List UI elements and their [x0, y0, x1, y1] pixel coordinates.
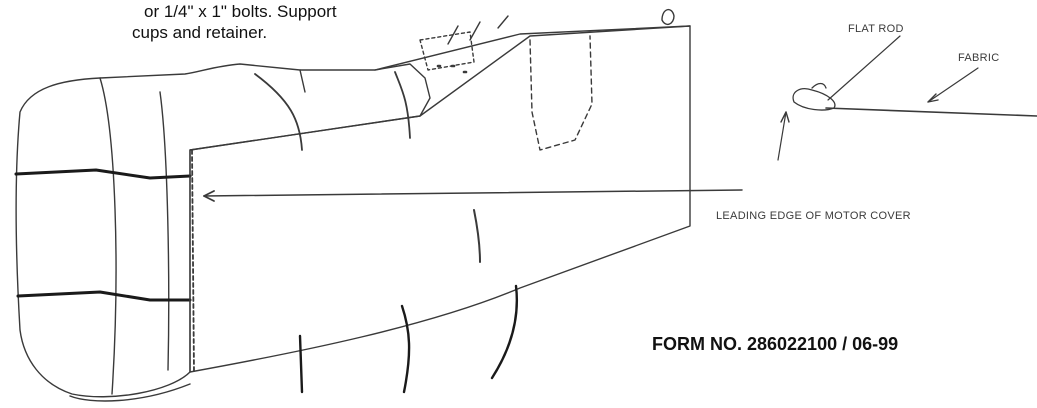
leading-edge-callout: LEADING EDGE OF MOTOR COVER [716, 210, 911, 222]
leading-edge-line [191, 149, 195, 373]
leading-edge-arrowhead [203, 190, 215, 202]
cover-hinge-top [661, 9, 675, 26]
support-strap-1 [298, 334, 304, 394]
cover-tab-detail [419, 31, 475, 71]
leading-edge-arrow-shaft [203, 189, 743, 197]
fabric-leader-arrowhead [927, 93, 939, 103]
cover-bolt-dots [436, 64, 468, 74]
housing-seam-upper [254, 73, 303, 151]
cover-inner-fold [529, 35, 593, 151]
cover-hash-marks [447, 15, 509, 45]
flat-rod-end [811, 82, 827, 89]
fabric-line [825, 107, 1037, 117]
housing-edge-detail [159, 91, 170, 371]
housing-front-panel [99, 77, 117, 395]
support-strap-2 [400, 304, 411, 394]
pointer-arrowhead [780, 111, 790, 123]
housing-seam-mid [394, 71, 411, 139]
pointer-arrow-shaft [777, 111, 787, 161]
instruction-text-line-1: or 1/4" x 1" bolts. Support [144, 2, 337, 21]
form-number: FORM NO. 286022100 / 06-99 [652, 334, 899, 354]
fabric-callout: FABRIC [958, 52, 1000, 64]
housing-panel-line [299, 69, 306, 93]
fabric-leader [927, 67, 979, 103]
cover-top-edge [374, 25, 691, 71]
housing-lower-rim [69, 383, 191, 402]
flat-rod-callout: FLAT ROD [848, 23, 904, 35]
motor-cover-panel [189, 25, 691, 373]
instruction-text-line-2: cups and retainer. [132, 23, 268, 42]
support-strap-3 [490, 284, 518, 380]
cover-retainer-mark [473, 209, 481, 263]
housing-band-lower [16, 290, 192, 302]
housing-band-upper [14, 168, 192, 180]
motor-housing-outline [15, 63, 431, 398]
flat-rod-leader [827, 35, 901, 101]
